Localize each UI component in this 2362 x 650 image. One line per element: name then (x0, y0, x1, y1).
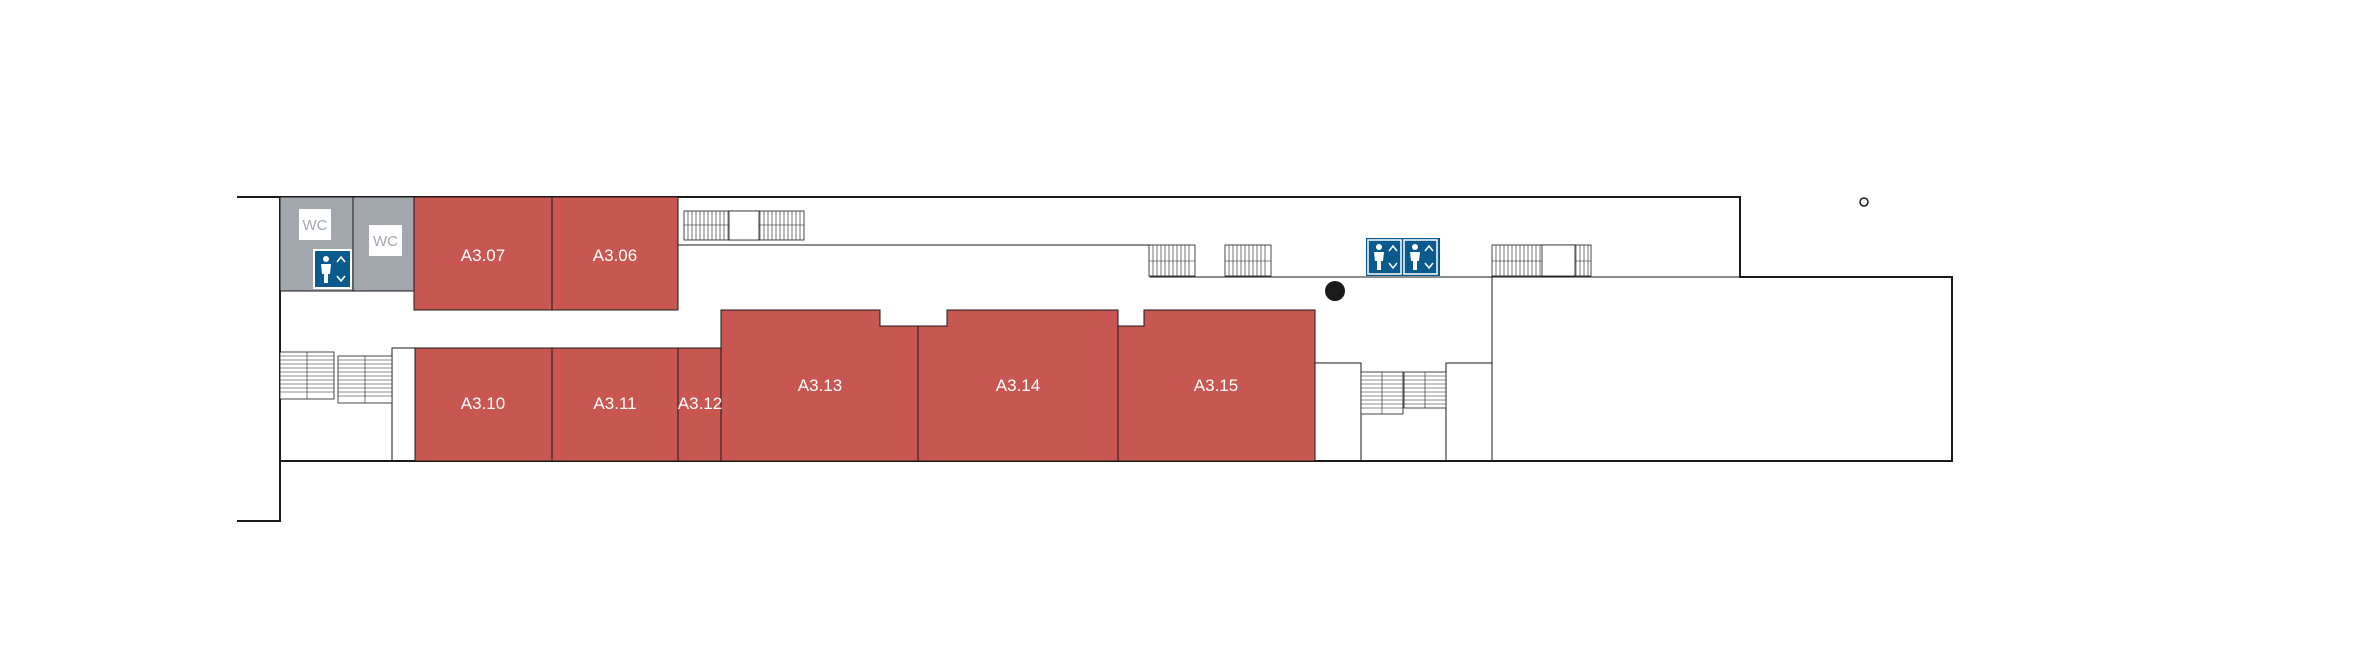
building-outline (237, 196, 1953, 522)
room-label: A3.12 (678, 394, 722, 413)
you-are-here-marker-icon (1325, 281, 1345, 301)
lift-icon (1366, 238, 1440, 276)
lift-icon (313, 249, 352, 289)
wc-label-2: WC (373, 233, 398, 250)
room-label: A3.06 (593, 246, 637, 265)
room-a3-11[interactable] (551, 347, 679, 462)
rooms (413, 196, 1316, 462)
room-a3-10[interactable] (414, 347, 553, 462)
stairs-icon (279, 210, 1592, 415)
wc-sign-2 (369, 225, 402, 256)
room-label: A3.14 (996, 376, 1040, 395)
room-label: A3.15 (1194, 376, 1238, 395)
room-a3-14[interactable] (917, 309, 1119, 462)
room-label: A3.11 (593, 394, 636, 413)
room-a3-07[interactable] (413, 196, 553, 311)
compass-marker-icon (1859, 197, 1869, 207)
wc-sign-1 (299, 209, 331, 240)
room-label: A3.07 (461, 246, 505, 265)
room-label: A3.10 (461, 394, 505, 413)
room-a3-15[interactable] (1117, 309, 1316, 462)
room-a3-06[interactable] (551, 196, 679, 311)
room-a3-12[interactable] (677, 347, 722, 462)
wc-label-1: WC (303, 217, 328, 234)
room-label: A3.13 (798, 376, 842, 395)
service-core: WC WC (279, 196, 415, 292)
